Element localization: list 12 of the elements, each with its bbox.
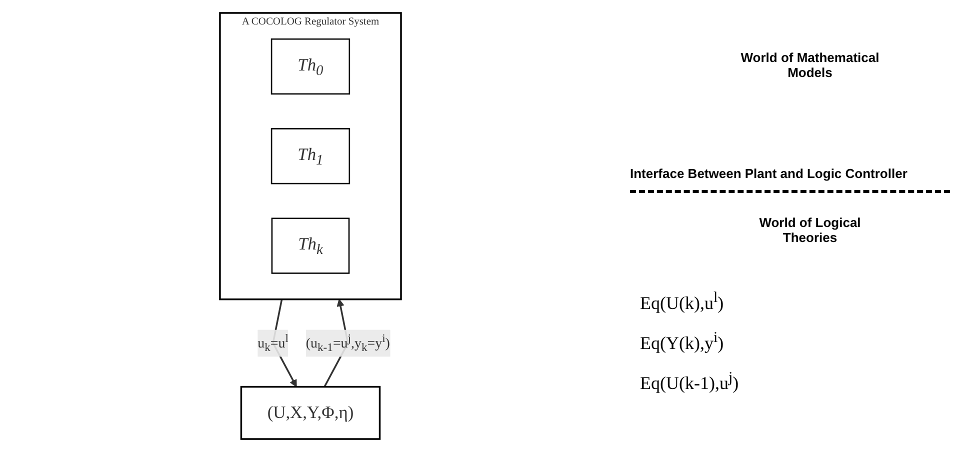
region-label: World of Logical Theories xyxy=(758,215,862,245)
node-box: (U,X,Y,Φ,η) xyxy=(240,385,380,440)
edge-label: (u$_{k-1}$=u$^{j}$,y$_{k}$=y$^{i}$) xyxy=(305,331,390,354)
signal-label: Eq(Y(k),y$^{i}$) xyxy=(640,330,724,354)
region-label: World of Mathematical Models xyxy=(740,50,880,80)
edge-label: u$_{k}$=u$^{l}$ xyxy=(257,331,288,354)
interface-label: Interface Between Plant and Logic Controller xyxy=(630,165,908,181)
signal-label: Eq(U(k-1),u$^{j}$) xyxy=(640,370,739,394)
node-box: Th$_{1}$ xyxy=(270,128,350,184)
node-box: Th$_{k}$ xyxy=(270,217,350,274)
signal-label: Eq(U(k),u$^{l}$) xyxy=(640,290,724,314)
node-box: Th$_{0}$ xyxy=(270,38,350,94)
